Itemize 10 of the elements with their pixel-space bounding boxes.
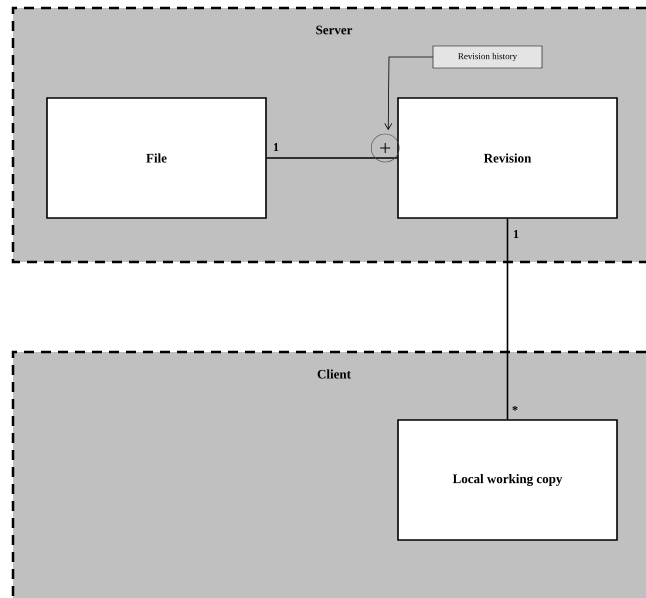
leader-line xyxy=(384,56,434,130)
multiplicity-label: 1 xyxy=(514,230,518,238)
association-line xyxy=(506,218,508,420)
note-box: Revision history xyxy=(432,46,542,68)
class-box: File xyxy=(46,97,267,219)
multiplicity-label: * xyxy=(512,406,518,411)
class-box: Revision xyxy=(397,97,618,219)
multiplicity-label: 1 xyxy=(274,143,278,151)
composition-line xyxy=(266,134,400,162)
class-box: Local working copy xyxy=(397,419,618,541)
